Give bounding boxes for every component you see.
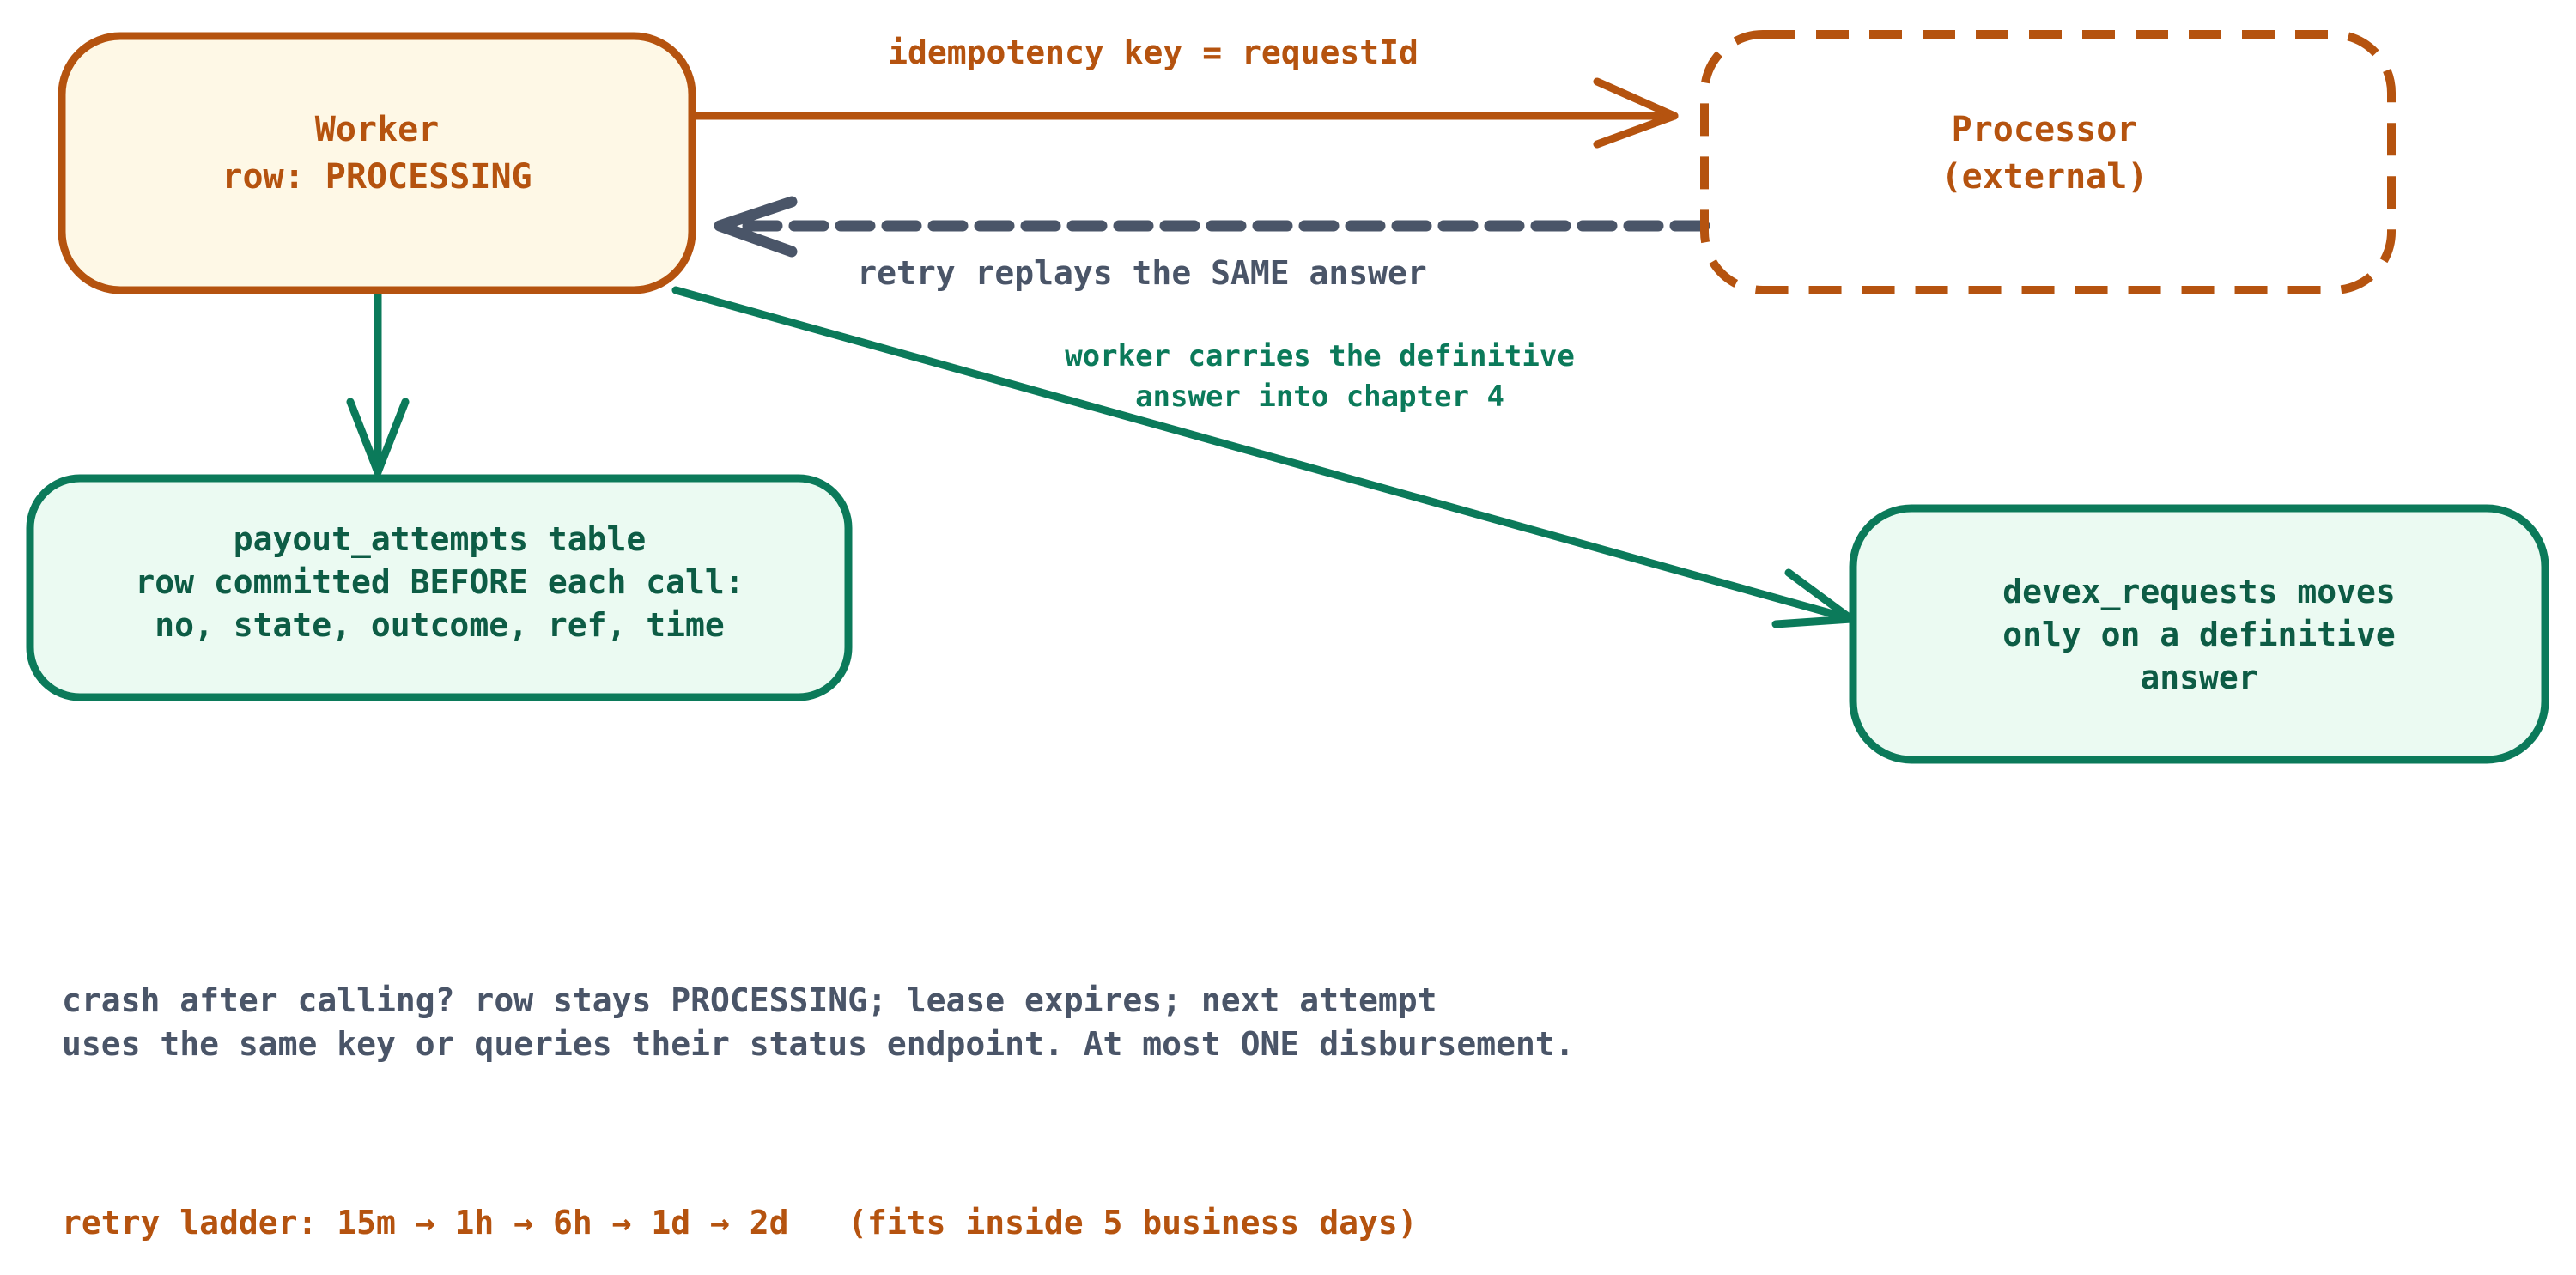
crash-note-line-2: uses the same key or queries their statu… [62, 1025, 1575, 1063]
label-retry-replay: retry replays the SAME answer [857, 254, 1426, 292]
devex-line-2: only on a definitive [2002, 616, 2396, 653]
node-payout-attempts: payout_attempts table row committed BEFO… [26, 474, 853, 701]
arrowhead-icon [346, 398, 410, 477]
worker-state: row: PROCESSING [222, 157, 532, 197]
devex-line-3: answer [2140, 659, 2257, 696]
node-devex-requests: devex_requests moves only on a definitiv… [1849, 504, 2549, 764]
payout-desc: row committed BEFORE each call: [135, 563, 744, 601]
processor-title: Processor [1952, 110, 2138, 149]
label-idempotency: idempotency key = requestId [888, 33, 1419, 71]
edge-worker-to-payout [346, 286, 410, 477]
crash-note-line-1: crash after calling? row stays PROCESSIN… [62, 981, 1437, 1019]
label-carry-line-2: answer into chapter 4 [1135, 379, 1504, 414]
payout-title: payout_attempts table [234, 520, 646, 558]
processor-subtitle: (external) [1941, 157, 2148, 197]
devex-line-1: devex_requests moves [2002, 573, 2396, 610]
node-worker: Worker row: PROCESSING [58, 32, 696, 294]
label-carry-line-1: worker carries the definitive [1065, 339, 1575, 373]
arrowhead-icon [1593, 77, 1679, 149]
payout-columns: no, state, outcome, ref, time [155, 606, 724, 644]
worker-title: Worker [315, 110, 440, 149]
retry-ladder-note: retry ladder: 15m → 1h → 6h → 1d → 2d (f… [62, 1204, 1418, 1242]
node-processor: Processor (external) [1700, 30, 2396, 294]
edge-worker-to-processor [688, 77, 1679, 149]
edge-processor-to-worker [714, 196, 1710, 258]
arrowhead-icon [714, 196, 798, 258]
